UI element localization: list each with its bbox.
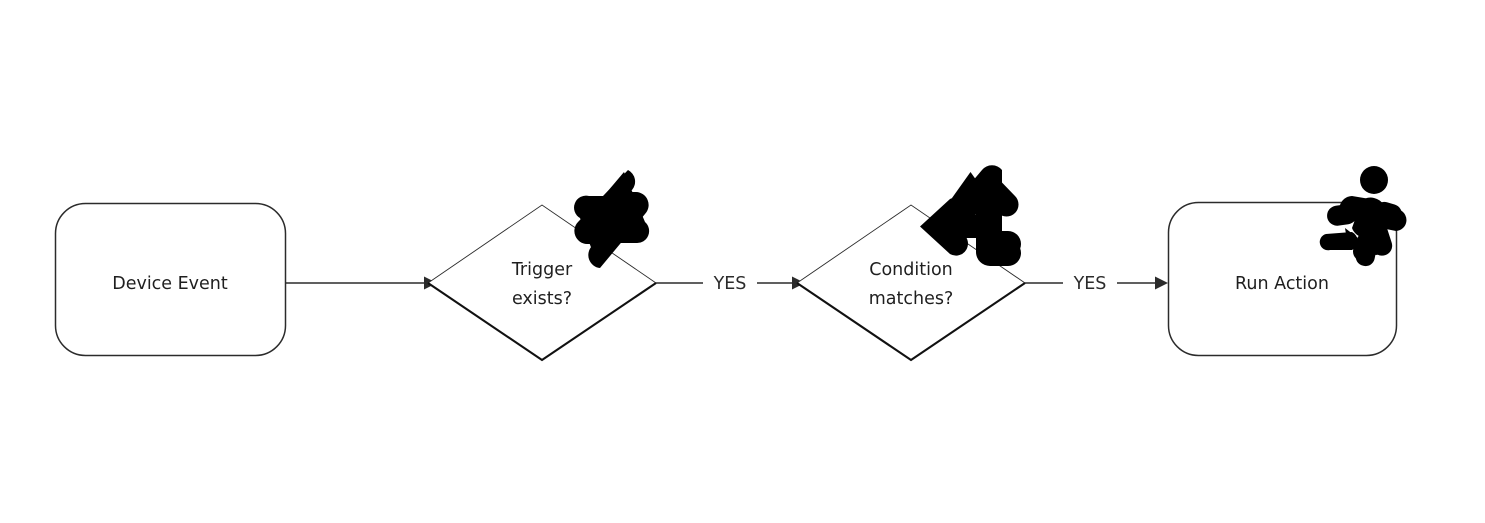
edge-condition-to-action-label: YES [1073,274,1107,294]
node-device-event[interactable]: Device Event [54,202,287,357]
edge-condition-to-action-arrowhead [1155,276,1168,290]
node-condition-matches[interactable]: Condition matches? [796,165,1026,362]
node-run-action[interactable]: Run Action [1167,166,1407,357]
device-event-label: Device Event [112,274,228,294]
condition-matches-label-line2: matches? [869,289,954,309]
edge-event-to-trigger [285,276,437,290]
branch-arrows-icon [920,165,1021,266]
node-trigger-exists[interactable]: Trigger exists? [427,170,657,362]
trigger-exists-label-line1: Trigger [511,260,573,280]
run-action-label: Run Action [1235,274,1329,294]
condition-matches-shape-bottom[interactable] [796,282,1026,362]
lightning-bolt-icon [574,170,650,268]
trigger-exists-label-line2: exists? [512,289,572,309]
device-event-shape[interactable] [54,202,287,357]
condition-matches-label-line1: Condition [869,260,953,280]
trigger-exists-shape-bottom[interactable] [427,282,657,362]
edge-condition-to-action: YES [1025,274,1168,294]
edge-trigger-to-condition-label: YES [713,274,747,294]
edge-trigger-to-condition: YES [656,274,805,294]
running-person-icon [1319,166,1407,267]
